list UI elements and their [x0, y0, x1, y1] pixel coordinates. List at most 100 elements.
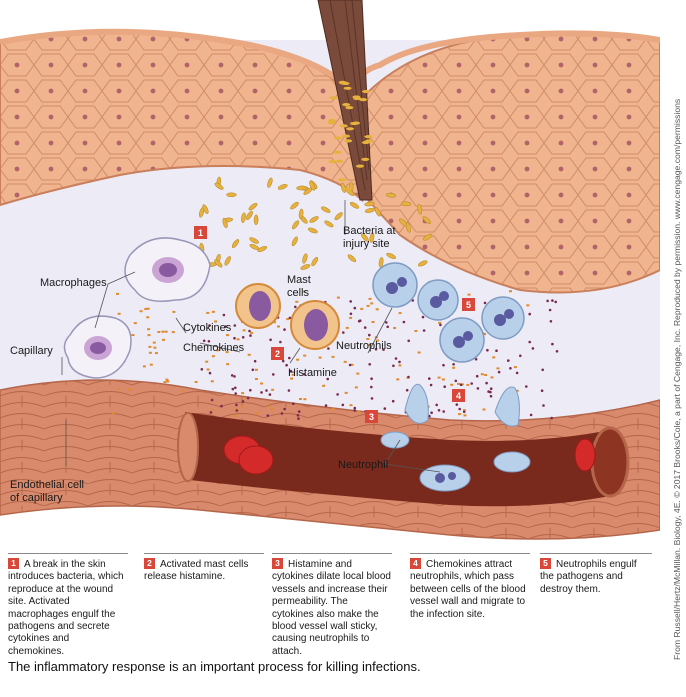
- histamine-molecule: [280, 412, 284, 415]
- bacterium: [346, 127, 355, 131]
- histamine-molecule: [230, 374, 234, 377]
- cytokine: [371, 321, 375, 323]
- cytokine-particles: [110, 290, 530, 417]
- histamine-molecule: [297, 417, 300, 420]
- histamine-molecule: [483, 301, 487, 305]
- step-2-marker: [271, 347, 284, 360]
- histamine-molecule: [540, 389, 544, 393]
- histamine-molecule: [231, 387, 235, 391]
- histamine-molecule: [207, 340, 211, 343]
- bacterium: [222, 217, 228, 229]
- cytokine: [162, 338, 165, 341]
- histamine-molecule: [222, 313, 226, 317]
- bacterium: [417, 204, 423, 215]
- bacterium: [277, 184, 288, 190]
- bacterium: [341, 81, 350, 86]
- red-blood-cells: [223, 435, 596, 475]
- label-capillary: Capillary: [10, 345, 53, 357]
- histamine-molecule: [234, 386, 237, 390]
- histamine-molecule: [370, 385, 373, 389]
- histamine-molecule: [525, 385, 528, 388]
- histamine-molecule: [210, 398, 214, 402]
- bacterium: [335, 159, 344, 163]
- histamine-molecule: [288, 356, 291, 360]
- histamine-molecule: [251, 368, 255, 372]
- label-cytokines: Cytokines: [183, 322, 232, 334]
- cytokine: [509, 290, 512, 293]
- step-3-text: Histamine and cytokines dilate local blo…: [272, 559, 391, 657]
- histamine-molecule: [353, 406, 357, 410]
- histamine-molecule: [246, 396, 250, 400]
- bacterium: [339, 124, 348, 128]
- cytokine: [211, 355, 215, 358]
- histamine-molecule: [435, 403, 439, 407]
- bacterium: [361, 140, 370, 145]
- histamine-molecule: [233, 336, 236, 340]
- histamine-molecule: [370, 377, 373, 381]
- bacterium: [349, 201, 360, 209]
- bacterium: [345, 106, 354, 110]
- histamine-molecule: [519, 354, 522, 358]
- histamine-molecule: [422, 329, 426, 332]
- cytokine: [205, 360, 209, 363]
- histamine-molecule: [294, 305, 297, 309]
- histamine-molecule: [235, 403, 238, 407]
- bacterium: [386, 252, 396, 259]
- cytokine: [490, 376, 494, 379]
- bacterium: [342, 134, 351, 138]
- histamine-molecule: [296, 414, 300, 417]
- neutrophil: [380, 431, 410, 449]
- label-neutrophil: Neutrophil: [338, 459, 389, 471]
- cytokine: [240, 405, 244, 408]
- bacterium: [321, 206, 331, 213]
- histamine-molecule: [363, 326, 367, 329]
- histamine-molecule: [548, 308, 552, 312]
- bacterium: [231, 239, 240, 249]
- histamine-molecule: [233, 324, 237, 327]
- label-mast-cells: Mast cells: [287, 274, 311, 299]
- cytokine: [496, 367, 500, 370]
- bacteria-cluster: [199, 80, 433, 270]
- cytokine: [268, 405, 272, 408]
- histamine-molecule: [249, 334, 252, 337]
- bacterium: [214, 182, 224, 190]
- step-2-text: Activated mast cells release histamine.: [144, 559, 249, 583]
- bacterium: [374, 206, 381, 217]
- histamine-molecule: [297, 410, 301, 413]
- bacterium: [362, 89, 370, 94]
- cytokine: [250, 331, 254, 334]
- cytokine: [270, 408, 274, 411]
- cytokine: [360, 307, 364, 310]
- cytokine: [206, 368, 210, 371]
- bacterium: [385, 192, 397, 198]
- histamine-molecule: [283, 328, 286, 331]
- histamine-molecule: [531, 347, 535, 350]
- histamine-molecule: [202, 339, 206, 343]
- cytokine: [225, 351, 229, 354]
- cytokine: [111, 412, 115, 415]
- histamine-molecule: [486, 348, 489, 352]
- bacterium: [311, 256, 319, 267]
- cytokine: [241, 392, 245, 395]
- histamine-molecule: [268, 393, 272, 396]
- bacterium: [364, 135, 373, 139]
- histamine-molecule: [392, 364, 395, 368]
- cytokine: [210, 380, 214, 383]
- skin-right: [363, 32, 660, 294]
- cytokine: [255, 378, 258, 380]
- histamine-molecule: [509, 367, 512, 370]
- svg-text:2: 2: [275, 349, 280, 359]
- bacterium: [344, 139, 353, 143]
- histamine-molecule: [368, 363, 372, 366]
- histamine-molecule: [497, 370, 501, 374]
- bacterium: [340, 182, 347, 193]
- neutrophil: [404, 383, 429, 424]
- cytokine: [147, 334, 151, 337]
- histamine-molecule: [220, 404, 223, 408]
- bacterium: [226, 192, 237, 198]
- cytokine: [322, 384, 326, 387]
- bacterium: [360, 233, 369, 242]
- cytokine: [482, 408, 486, 411]
